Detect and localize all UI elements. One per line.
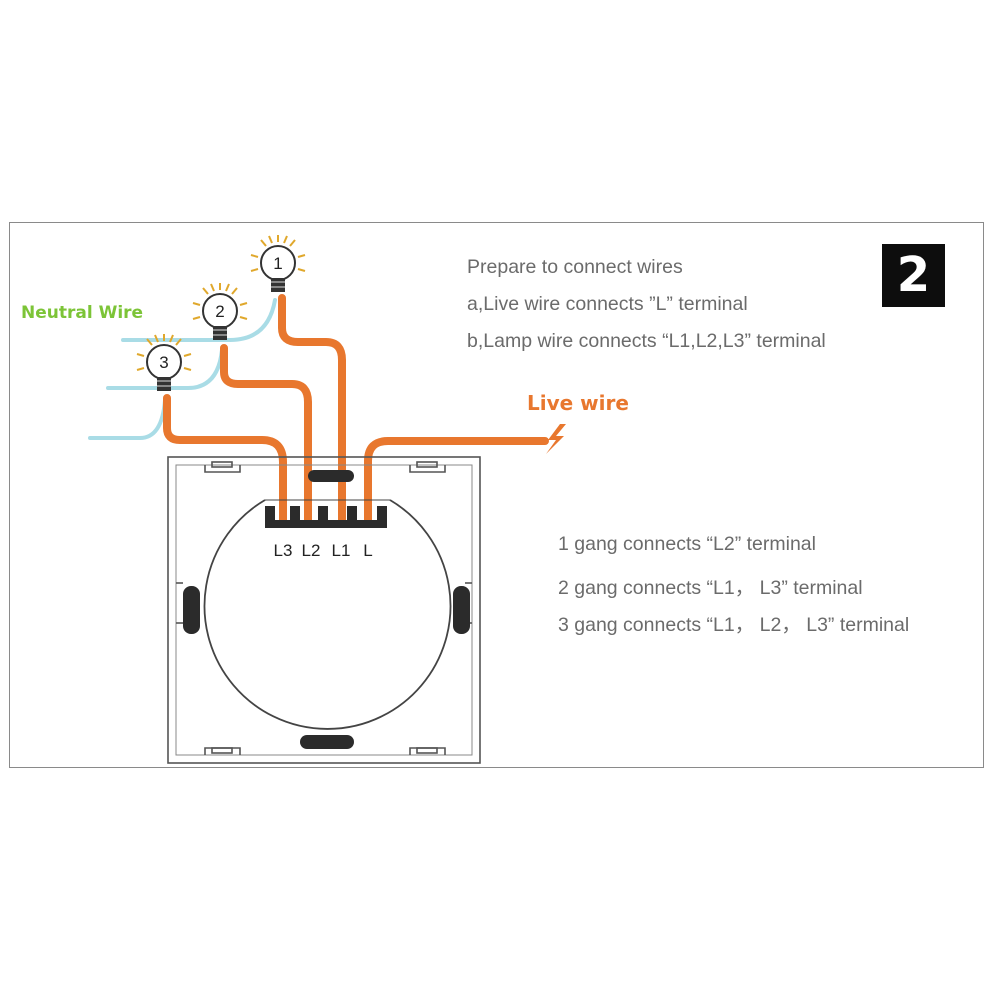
terminal-label-l1: L1: [332, 541, 351, 560]
lamp-wire-bulb-2: [220, 344, 312, 524]
live-wire-label: Live wire: [527, 391, 629, 415]
bulb-icon: 3: [136, 334, 192, 391]
terminal-block: [265, 506, 387, 528]
bulb-icon: 2: [192, 283, 248, 340]
lightning-bolt-icon: [546, 424, 566, 454]
lamp-wire-bulb-3: [163, 394, 287, 524]
instruction-live-wire: a,Live wire connects ”L” terminal: [467, 293, 748, 315]
neutral-wire-bulb-3: [88, 398, 167, 440]
neutral-wire-label: Neutral Wire: [21, 303, 143, 323]
gang-note-1: 1 gang connects “L2” terminal: [558, 533, 816, 555]
instructions-title: Prepare to connect wires: [467, 256, 683, 278]
bulb-icon: 1: [250, 235, 306, 292]
lamp-wire-bulb-1: [278, 294, 346, 524]
neutral-wire-bulb-1: [121, 298, 277, 342]
terminal-label-l: L: [363, 541, 372, 560]
bulb-number: 2: [215, 302, 224, 321]
step-number-badge: 2: [882, 244, 945, 307]
diagram-frame: [9, 222, 984, 768]
gang-note-2: 2 gang connects “L1， L3” terminal: [558, 577, 863, 599]
bulb-number: 1: [273, 254, 282, 273]
terminal-label-l2: L2: [302, 541, 321, 560]
live-wires: [163, 294, 549, 524]
gang-note-3: 3 gang connects “L1， L2， L3” terminal: [558, 614, 910, 636]
switch-plate: [167, 456, 481, 764]
bulb-number: 3: [159, 353, 168, 372]
instruction-lamp-wire: b,Lamp wire connects “L1,L2,L3” terminal: [467, 330, 826, 352]
terminal-label-l3: L3: [274, 541, 293, 560]
plate-notches: [183, 470, 470, 749]
live-wire-main: [364, 437, 549, 524]
